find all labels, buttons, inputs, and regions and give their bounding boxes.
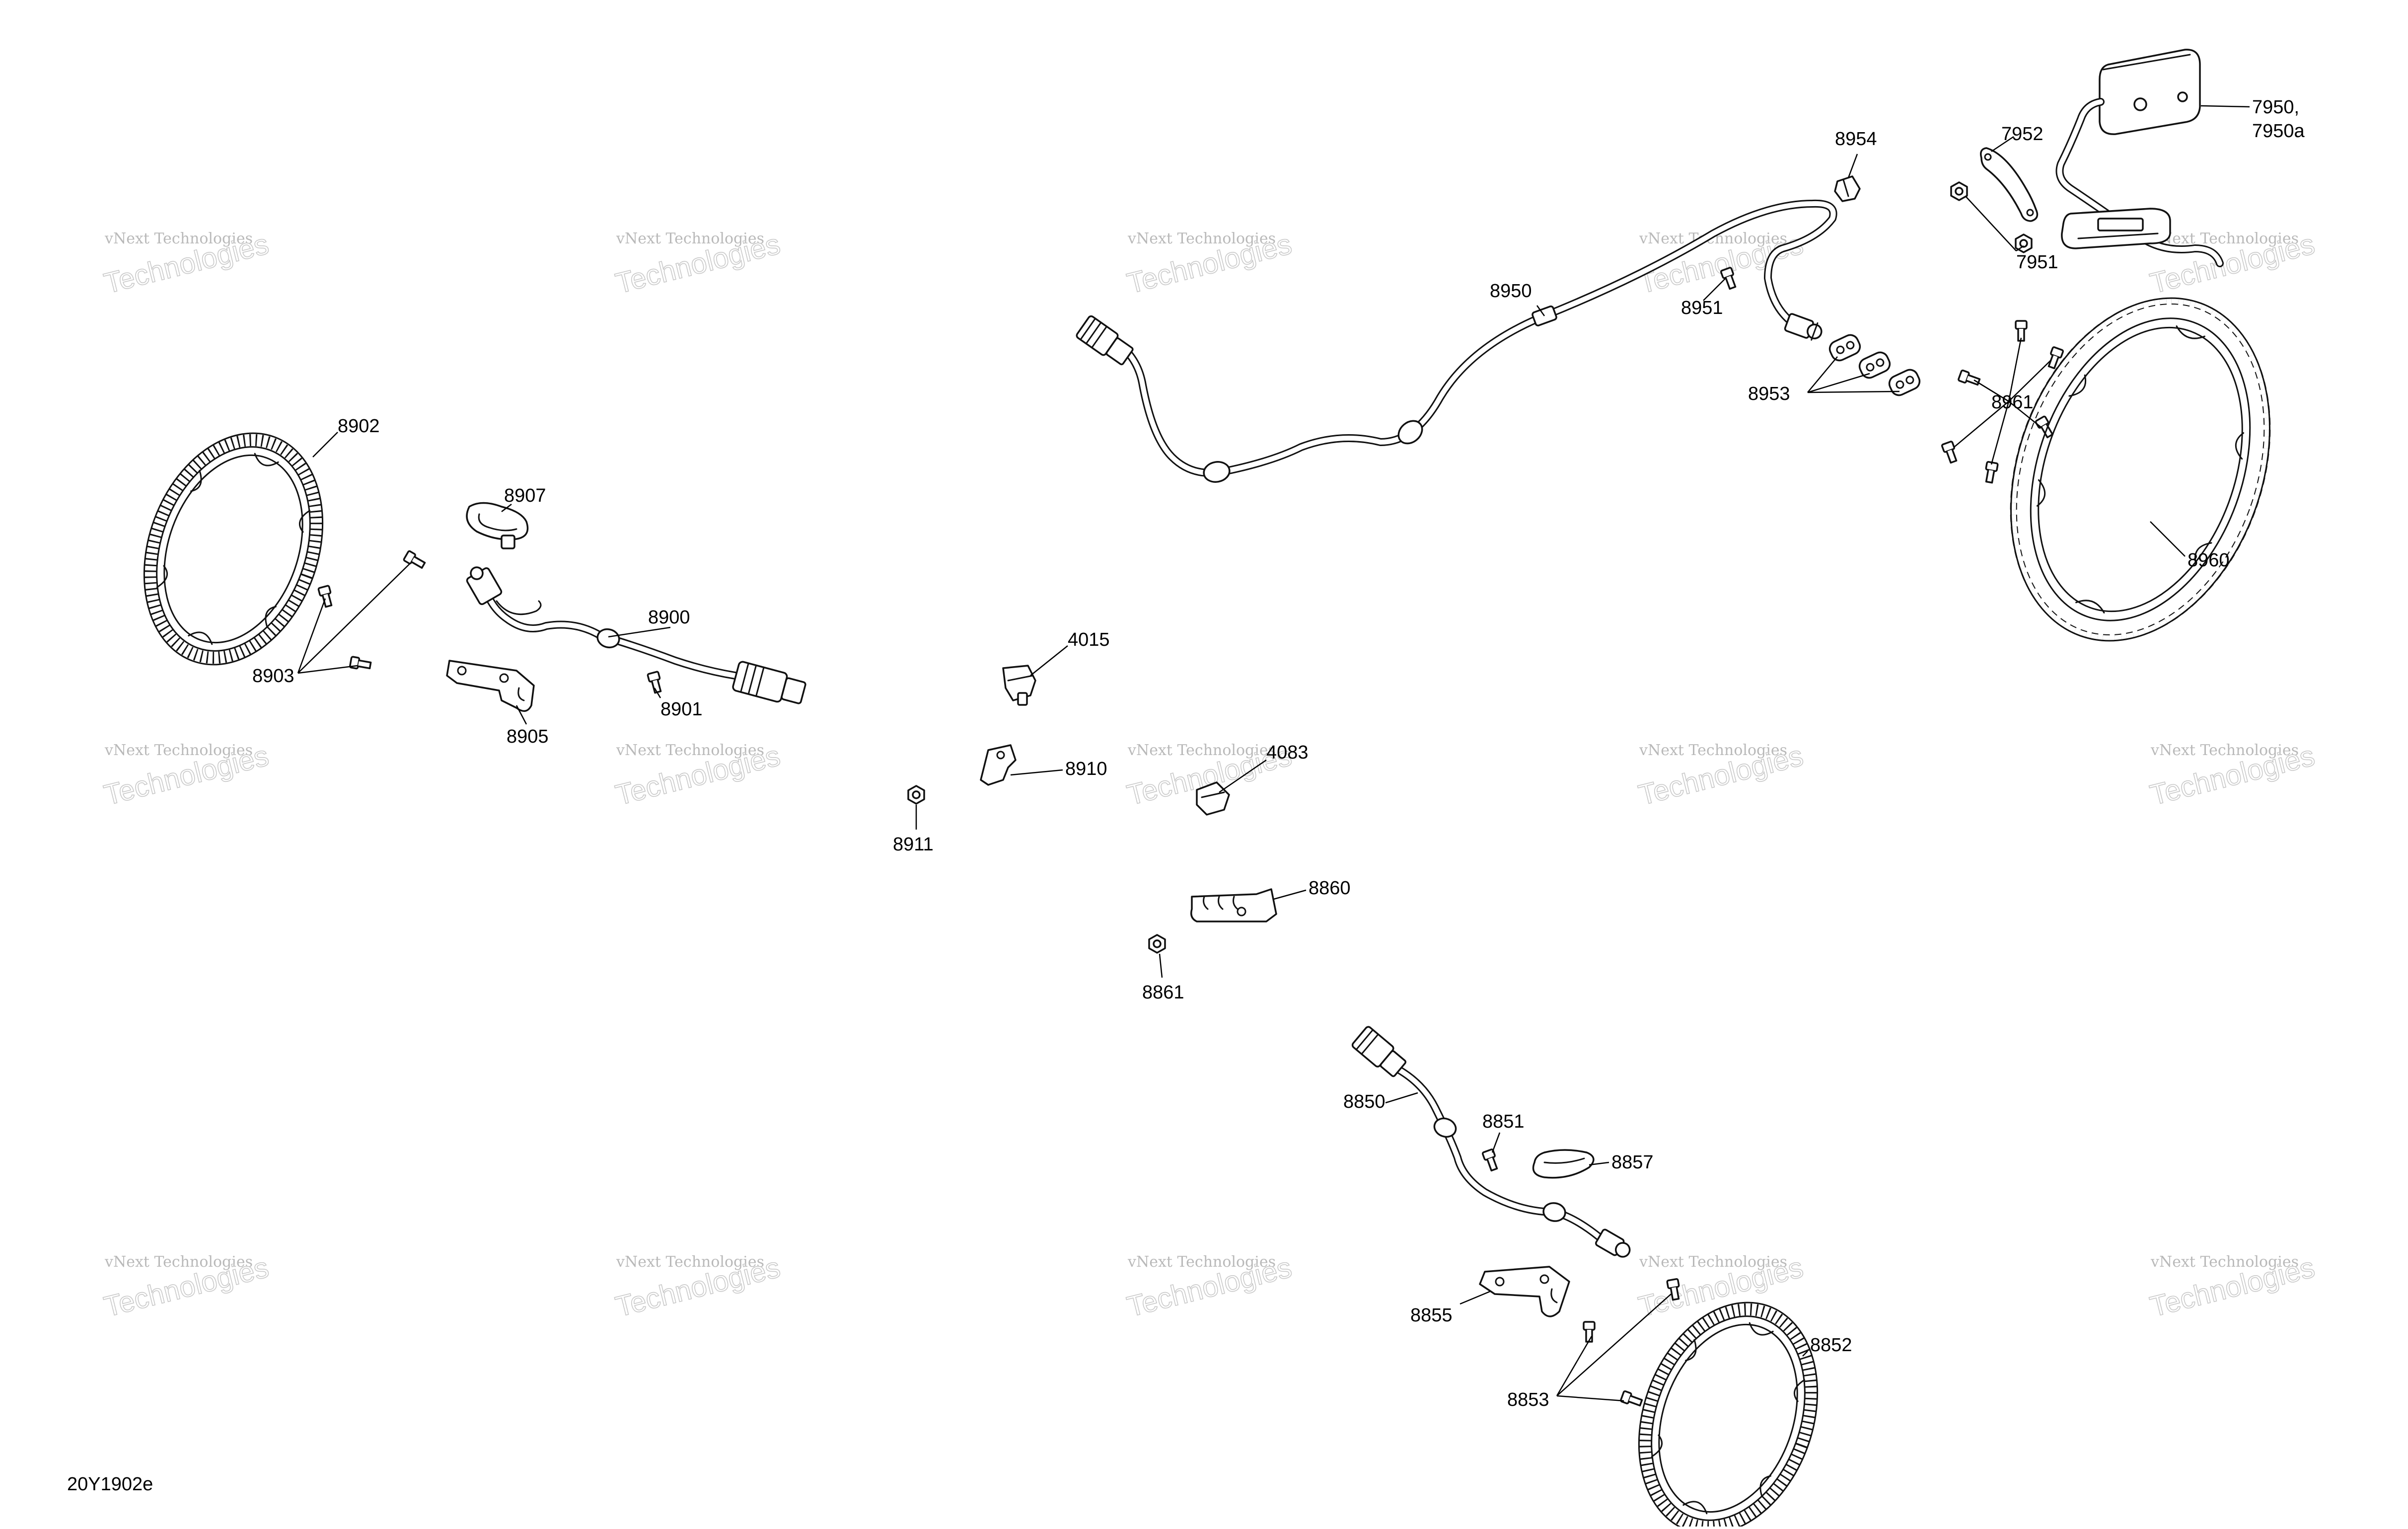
- callout-8911: 8911: [893, 834, 934, 855]
- watermark: vNext Technologies Technologies: [1123, 1251, 1295, 1324]
- callout-8900: 8900: [648, 607, 690, 628]
- watermark-line1: vNext Technologies: [1127, 742, 1276, 759]
- callout-8950: 8950: [1490, 281, 1532, 302]
- part-8907-strap[interactable]: [466, 502, 529, 549]
- watermark: vNext Technologies Technologies: [2146, 1251, 2318, 1324]
- part-4015-clip[interactable]: [1002, 665, 1036, 706]
- callout-7950: 7950,: [2252, 97, 2299, 118]
- callout-8850: 8850: [1343, 1091, 1386, 1112]
- watermark-line1: vNext Technologies: [616, 742, 764, 759]
- watermark-line1: vNext Technologies: [104, 230, 253, 247]
- callout-8901: 8901: [660, 699, 703, 720]
- watermark-line1: vNext Technologies: [2150, 230, 2299, 247]
- part-8953-shims[interactable]: [1827, 332, 1922, 398]
- callout-8954: 8954: [1835, 129, 1877, 150]
- callout-8861: 8861: [1142, 982, 1184, 1003]
- leader-lines: [297, 105, 2250, 1402]
- watermark-line1: vNext Technologies: [1127, 230, 1276, 247]
- callout-7950a: 7950a: [2252, 121, 2305, 142]
- part-8903-bolts[interactable]: [317, 549, 427, 672]
- callout-8905: 8905: [507, 726, 549, 747]
- watermark-layer: vNext Technologies Technologies vNext Te…: [100, 228, 2318, 1324]
- part-8851-bolt[interactable]: [1481, 1148, 1500, 1172]
- callout-8903: 8903: [252, 666, 294, 687]
- callout-8953: 8953: [1748, 383, 1790, 404]
- callout-8910: 8910: [1065, 759, 1107, 779]
- watermark: vNext Technologies Technologies: [100, 1251, 272, 1324]
- watermark-line1: vNext Technologies: [2150, 1253, 2299, 1271]
- watermark: vNext Technologies Technologies: [100, 739, 272, 812]
- part-8861-nut[interactable]: [1148, 934, 1166, 954]
- callout-8857: 8857: [1611, 1152, 1654, 1173]
- watermark-line1: vNext Technologies: [104, 742, 253, 759]
- callout-8853: 8853: [1507, 1389, 1549, 1410]
- watermark-line1: vNext Technologies: [104, 1253, 253, 1271]
- watermark: vNext Technologies Technologies: [612, 739, 784, 812]
- callout-4083: 4083: [1266, 742, 1309, 763]
- callout-8851: 8851: [1482, 1111, 1525, 1132]
- part-8852-tone-ring[interactable]: [1608, 1277, 1848, 1529]
- callout-8855: 8855: [1410, 1305, 1453, 1326]
- part-8902-tone-ring[interactable]: [113, 408, 354, 689]
- watermark: vNext Technologies Technologies: [2146, 739, 2318, 812]
- watermark-line1: vNext Technologies: [1639, 1253, 1787, 1271]
- watermark: vNext Technologies Technologies: [100, 228, 272, 301]
- watermark: vNext Technologies Technologies: [612, 228, 784, 301]
- part-8850-harness[interactable]: [1351, 1026, 1633, 1261]
- callout-7952: 7952: [2001, 124, 2043, 145]
- watermark-line1: vNext Technologies: [2150, 742, 2299, 759]
- part-7950-abs-module[interactable]: [2055, 49, 2224, 267]
- watermark: vNext Technologies Technologies: [612, 1251, 784, 1324]
- callout-labels: 7950, 7950a 7952 7951 8954 8950 8951 895…: [252, 97, 2305, 1410]
- part-8860-bracket[interactable]: [1190, 888, 1277, 922]
- watermark-line1: vNext Technologies: [1639, 742, 1787, 759]
- callout-8960: 8960: [2188, 550, 2230, 571]
- callout-8860: 8860: [1309, 878, 1351, 899]
- callout-8852: 8852: [1810, 1335, 1852, 1356]
- watermark-line1: vNext Technologies: [616, 1253, 764, 1271]
- part-8954-clip[interactable]: [1834, 175, 1861, 202]
- part-8950-harness[interactable]: [1076, 199, 1837, 484]
- callout-8961: 8961: [1991, 392, 2034, 413]
- part-7952-bracket[interactable]: [1980, 147, 2039, 222]
- watermark: vNext Technologies Technologies: [1635, 739, 1807, 812]
- part-8905-bracket[interactable]: [446, 660, 535, 712]
- part-8911-nut[interactable]: [907, 785, 925, 805]
- callout-4015: 4015: [1068, 629, 1110, 650]
- callout-8951: 8951: [1681, 298, 1723, 318]
- callout-8907: 8907: [504, 485, 546, 506]
- watermark-line1: vNext Technologies: [1127, 1253, 1276, 1271]
- diagram-reference-code: 20Y1902e: [67, 1474, 153, 1495]
- watermark: vNext Technologies Technologies: [2146, 228, 2318, 301]
- part-8857-strap[interactable]: [1532, 1149, 1595, 1179]
- callout-7951: 7951: [2016, 252, 2058, 273]
- part-8855-bracket[interactable]: [1479, 1266, 1570, 1317]
- watermark: vNext Technologies Technologies: [1123, 228, 1295, 301]
- part-8910-bracket[interactable]: [980, 744, 1017, 786]
- callout-8902: 8902: [338, 416, 380, 437]
- part-8900-harness[interactable]: [463, 562, 807, 708]
- watermark-line1: vNext Technologies: [616, 230, 764, 247]
